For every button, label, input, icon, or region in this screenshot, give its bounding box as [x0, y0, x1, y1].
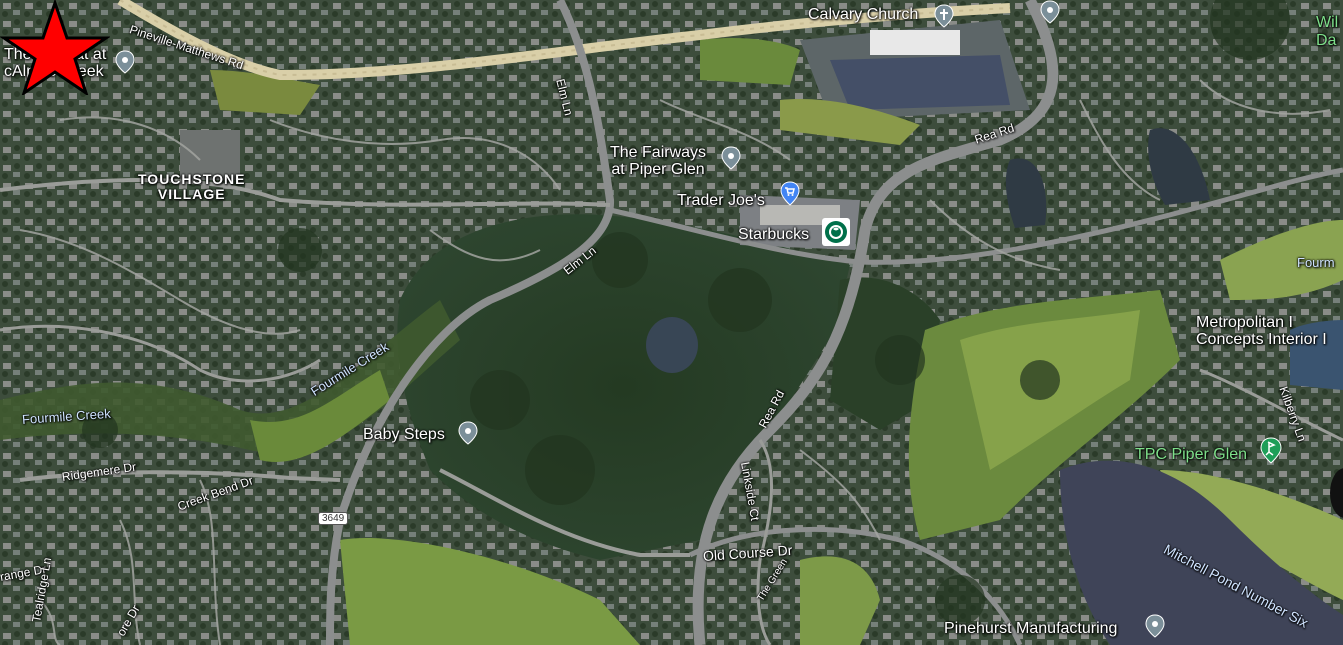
- edge-control-icon[interactable]: [1330, 468, 1343, 518]
- red-star-marker-icon[interactable]: [0, 0, 110, 95]
- shopping-cart-pin-icon[interactable]: [778, 181, 802, 206]
- area-label-line1: TOUCHSTONE: [138, 171, 246, 187]
- area-label-line2: VILLAGE: [157, 186, 226, 202]
- poi-label-trader-joes[interactable]: Trader Joe's: [677, 192, 765, 209]
- location-pin-icon[interactable]: [1038, 0, 1062, 24]
- poi-label-fairways-line2: at Piper Glen: [611, 161, 705, 178]
- poi-label-tpc-piper-glen[interactable]: TPC Piper Glen: [1135, 446, 1248, 463]
- poi-label-wil-edge[interactable]: Wil Da: [1316, 14, 1338, 50]
- starbucks-logo-icon[interactable]: [822, 218, 850, 246]
- poi-label-fairways-line1: The Fairways: [610, 144, 707, 161]
- water-label-fourmile-edge: Fourm: [1297, 255, 1335, 270]
- poi-label-wil-line2: Da: [1316, 32, 1337, 49]
- poi-label-fairways-piper-glen[interactable]: The Fairways at Piper Glen: [610, 144, 706, 178]
- poi-label-starbucks[interactable]: Starbucks: [738, 226, 810, 243]
- church-pin-icon[interactable]: [932, 4, 956, 28]
- poi-label-metropolitan[interactable]: Metropolitan I Concepts Interior I: [1196, 314, 1327, 348]
- poi-label-baby-steps[interactable]: Baby Steps: [363, 426, 445, 443]
- poi-label-metropolitan-line1: Metropolitan I: [1196, 314, 1293, 331]
- poi-label-calvary-church[interactable]: Calvary Church: [808, 6, 919, 23]
- location-pin-icon[interactable]: [113, 50, 137, 74]
- location-pin-icon[interactable]: [719, 146, 743, 170]
- location-pin-icon[interactable]: [456, 421, 480, 445]
- poi-label-pinehurst-manufacturing[interactable]: Pinehurst Manufacturing: [944, 620, 1118, 637]
- golf-pin-icon[interactable]: [1258, 437, 1282, 464]
- area-label-touchstone-village: TOUCHSTONE VILLAGE: [138, 172, 246, 202]
- poi-label-metropolitan-line2: Concepts Interior I: [1196, 331, 1327, 348]
- location-pin-icon[interactable]: [1143, 614, 1167, 638]
- route-shield: 3649: [318, 512, 349, 525]
- poi-label-wil-line1: Wil: [1316, 14, 1339, 31]
